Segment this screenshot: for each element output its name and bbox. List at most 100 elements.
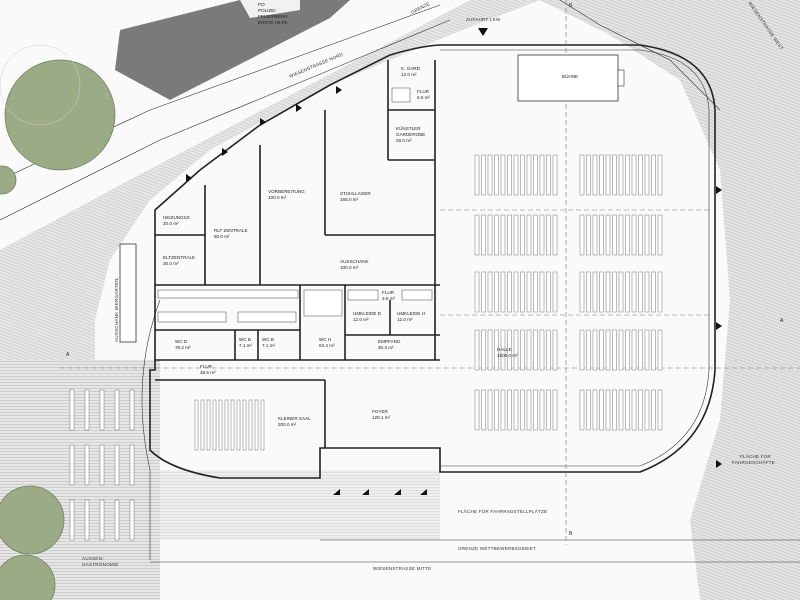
room-foyer-name: FOYER bbox=[372, 409, 389, 414]
bench-table bbox=[651, 154, 656, 196]
bench-table bbox=[657, 271, 663, 313]
room-ausschank-name: AUSSCHANK bbox=[340, 259, 370, 264]
label-zufahrt: ZUFAHRT LKW bbox=[466, 17, 501, 22]
room-kleiner-saal-area: 200.0 m² bbox=[278, 422, 297, 427]
bench-table bbox=[631, 389, 637, 431]
bench-table bbox=[474, 214, 480, 256]
room-k-gard-area: 12.0 m² bbox=[401, 72, 417, 77]
halle-bench-tables bbox=[474, 154, 663, 431]
bench-table bbox=[605, 271, 611, 313]
bench-table bbox=[494, 214, 499, 256]
building-envelope bbox=[149, 44, 716, 479]
room-flur-top-area: 6.6 m² bbox=[417, 95, 430, 100]
room-kuenstler-name1: KÜNSTLER bbox=[396, 125, 421, 131]
seat-row bbox=[206, 399, 211, 451]
entrance-arrows bbox=[186, 28, 722, 495]
garden-table bbox=[69, 499, 75, 541]
room-flur-low-name: FLUR bbox=[200, 364, 213, 369]
room-ausschank-area: 100.0 m² bbox=[340, 265, 359, 270]
bench-table bbox=[612, 214, 617, 256]
curb-line-west bbox=[559, 0, 721, 111]
bench-table bbox=[631, 329, 637, 371]
stage-steps bbox=[617, 69, 625, 87]
bench-table bbox=[592, 154, 598, 196]
bench-table bbox=[533, 154, 538, 196]
bench-table bbox=[487, 154, 493, 196]
bench-table bbox=[651, 389, 656, 431]
label-grenze-top: GRENZE bbox=[410, 1, 430, 15]
bench-table bbox=[657, 389, 663, 431]
bench-table bbox=[651, 329, 656, 371]
room-umkleide-d-name: UMKLEIDE D bbox=[353, 311, 382, 316]
bench-table bbox=[481, 389, 486, 431]
bench-table bbox=[579, 329, 585, 371]
bench-table bbox=[526, 271, 532, 313]
room-vorbereitung-area: 100.0 m² bbox=[268, 195, 287, 200]
room-foyer-area: 129.1 m² bbox=[372, 415, 391, 420]
bench-table bbox=[552, 389, 558, 431]
bench-table bbox=[612, 271, 617, 313]
room-flur-top-name: FLUR bbox=[417, 89, 430, 94]
bench-table bbox=[552, 271, 558, 313]
seat-row bbox=[218, 399, 223, 451]
bench-table bbox=[586, 154, 591, 196]
room-flur-mid-area: 3.6 m² bbox=[382, 296, 395, 301]
room-k-gard-name: K. GARD. bbox=[401, 66, 421, 71]
bench-table bbox=[592, 329, 598, 371]
room-stuhllager-area: 165.0 m² bbox=[340, 197, 359, 202]
bench-table bbox=[592, 271, 598, 313]
bench-table bbox=[644, 214, 650, 256]
bench-table bbox=[599, 154, 604, 196]
bench-table bbox=[644, 329, 650, 371]
bench-table bbox=[579, 154, 585, 196]
bench-table bbox=[539, 329, 545, 371]
bench-table bbox=[513, 389, 519, 431]
room-vorbereitung-name: VORBEREITUNG bbox=[268, 189, 305, 194]
label-fahrgeschaefte-2: FAHRGESCHÄFTE bbox=[732, 459, 775, 465]
bench-table bbox=[657, 154, 663, 196]
room-rlt-area: 60.0 m² bbox=[214, 234, 230, 239]
bench-table bbox=[507, 389, 512, 431]
tree-icon bbox=[0, 165, 17, 195]
room-wc-d-area: 78.2 m² bbox=[175, 345, 191, 350]
bench-table bbox=[651, 214, 656, 256]
garden-table bbox=[99, 389, 105, 431]
room-wc-d-name: WC D bbox=[175, 339, 188, 344]
bench-table bbox=[552, 214, 558, 256]
room-umkleide-d-area: 12.0 m² bbox=[353, 317, 369, 322]
bench-table bbox=[481, 271, 486, 313]
garden-table bbox=[129, 499, 135, 541]
bench-table bbox=[612, 389, 617, 431]
section-label-b: B bbox=[569, 3, 573, 9]
bench-table bbox=[494, 329, 499, 371]
bench-table bbox=[487, 329, 493, 371]
bench-table bbox=[526, 389, 532, 431]
label-aussengastronomie-2: GASTRONOMIE bbox=[82, 562, 119, 567]
room-wc-b1-name: WC B bbox=[239, 337, 251, 342]
bench-table bbox=[618, 389, 624, 431]
room-kuenstler-area: 28.0 m² bbox=[396, 138, 412, 143]
bench-table bbox=[625, 214, 630, 256]
bench-table bbox=[579, 389, 585, 431]
bench-table bbox=[507, 329, 512, 371]
bench-table bbox=[599, 329, 604, 371]
room-rlt-name: RLT ZENTRALE bbox=[214, 228, 248, 233]
stage bbox=[517, 54, 619, 102]
plaza-curve bbox=[141, 299, 161, 560]
bench-table bbox=[513, 329, 519, 371]
bench-table bbox=[487, 389, 493, 431]
room-buehne-name: BÜHNE bbox=[562, 73, 578, 79]
section-label-a: A bbox=[66, 352, 70, 358]
beer-garden-tables bbox=[69, 389, 135, 541]
bench-table bbox=[474, 329, 480, 371]
bench-table bbox=[586, 271, 591, 313]
room-kleiner-saal-name: KLEINER SAAL bbox=[278, 416, 311, 421]
bench-table bbox=[638, 271, 643, 313]
bench-table bbox=[507, 214, 512, 256]
bicycle-area-surface bbox=[155, 470, 440, 540]
seat-row bbox=[242, 399, 247, 451]
seat-row bbox=[200, 399, 205, 451]
garden-table bbox=[69, 389, 75, 431]
seat-row bbox=[212, 399, 217, 451]
